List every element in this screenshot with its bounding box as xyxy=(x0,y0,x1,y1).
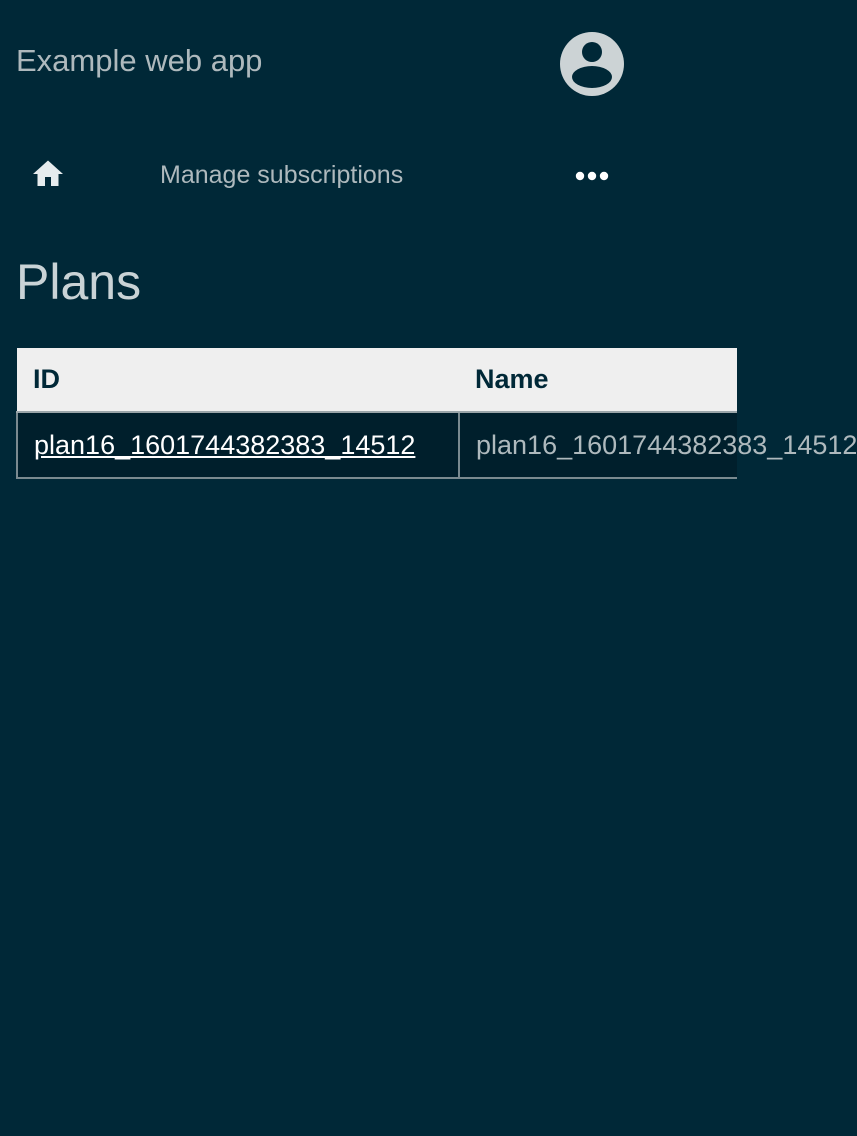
column-header-name: Name xyxy=(459,348,737,413)
home-icon[interactable] xyxy=(30,156,66,192)
user-avatar-icon[interactable] xyxy=(560,32,624,96)
plan-id-cell: plan16_1601744382383_14512 xyxy=(16,412,459,479)
app-title: Example web app xyxy=(16,43,263,78)
manage-subscriptions-link[interactable]: Manage subscriptions xyxy=(160,161,404,189)
table-header-row: ID Name xyxy=(17,348,737,413)
plan-name-cell: plan16_1601744382383_14512 xyxy=(458,412,857,479)
page-title: Plans xyxy=(16,254,142,310)
plans-table: ID Name plan16_1601744382383_14512 plan1… xyxy=(16,348,857,479)
app-root: Example web app Manage subscriptions Pla… xyxy=(0,0,857,482)
table-row: plan16_1601744382383_14512 plan16_160174… xyxy=(16,412,857,479)
app-header: Example web app xyxy=(0,0,640,124)
plans-table-container[interactable]: ID Name plan16_1601744382383_14512 plan1… xyxy=(16,348,857,482)
plan-id-link[interactable]: plan16_1601744382383_14512 xyxy=(34,429,416,460)
more-horizontal-icon[interactable] xyxy=(572,164,612,188)
column-header-id: ID xyxy=(17,348,459,413)
nav-bar: Manage subscriptions xyxy=(0,140,640,212)
